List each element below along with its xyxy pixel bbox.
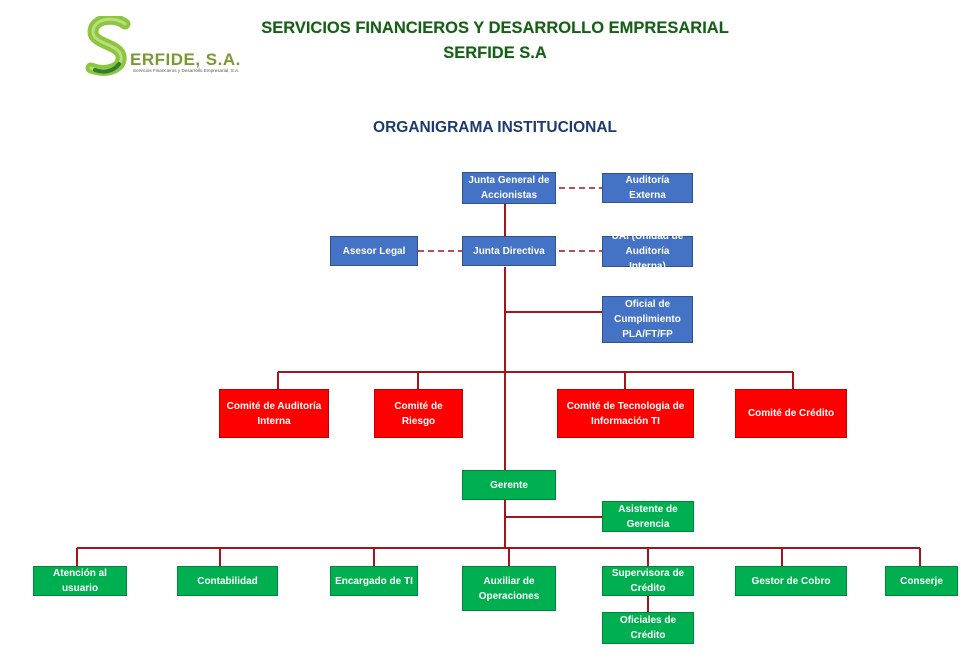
node-encargado-ti: Encargado de TI	[330, 566, 418, 596]
node-contabilidad: Contabilidad	[177, 566, 278, 596]
node-conserje: Conserje	[885, 566, 958, 596]
node-asistente-gerencia: Asistente de Gerencia	[602, 501, 694, 532]
node-comite-credito: Comité de Crédito	[735, 389, 847, 438]
node-junta-directiva: Junta Directiva	[462, 236, 556, 266]
node-comite-tecnologia: Comité de Tecnologia de Información TI	[557, 389, 694, 438]
node-oficial-cumplimiento: Oficial de Cumplimiento PLA/FT/FP	[602, 296, 693, 343]
logo-name: ERFIDE, S.A.	[130, 50, 241, 69]
node-supervisora-credito: Supervisora de Crédito	[602, 566, 694, 596]
node-uai: UAI (Unidad de Auditoría Interna)	[602, 231, 693, 272]
serfide-logo: ERFIDE, S.A. Servicios Financieros y Des…	[85, 16, 260, 82]
node-auditoria-externa: Auditoría Externa	[602, 173, 693, 203]
node-comite-auditoria: Comité de Auditoría Interna	[219, 389, 329, 438]
node-comite-riesgo: Comité de Riesgo	[374, 389, 463, 438]
logo-tagline: Servicios Financieros y Desarrollo Empre…	[133, 68, 240, 73]
serfide-s-logo-icon	[85, 16, 131, 76]
node-oficiales-credito: Oficiales de Crédito	[602, 612, 694, 644]
node-gerente: Gerente	[462, 470, 556, 500]
company-title: SERVICIOS FINANCIEROS Y DESARROLLO EMPRE…	[261, 19, 729, 37]
node-gestor-cobro: Gestor de Cobro	[735, 566, 847, 596]
node-auxiliar-operaciones: Auxiliar de Operaciones	[462, 566, 556, 611]
node-asesor-legal: Asesor Legal	[330, 236, 418, 266]
company-subtitle: SERFIDE S.A	[443, 44, 547, 62]
node-atencion-usuario: Atención al usuario	[33, 566, 127, 596]
node-junta-general: Junta General de Accionistas	[462, 172, 556, 204]
org-chart-title: ORGANIGRAMA INSTITUCIONAL	[373, 119, 617, 136]
